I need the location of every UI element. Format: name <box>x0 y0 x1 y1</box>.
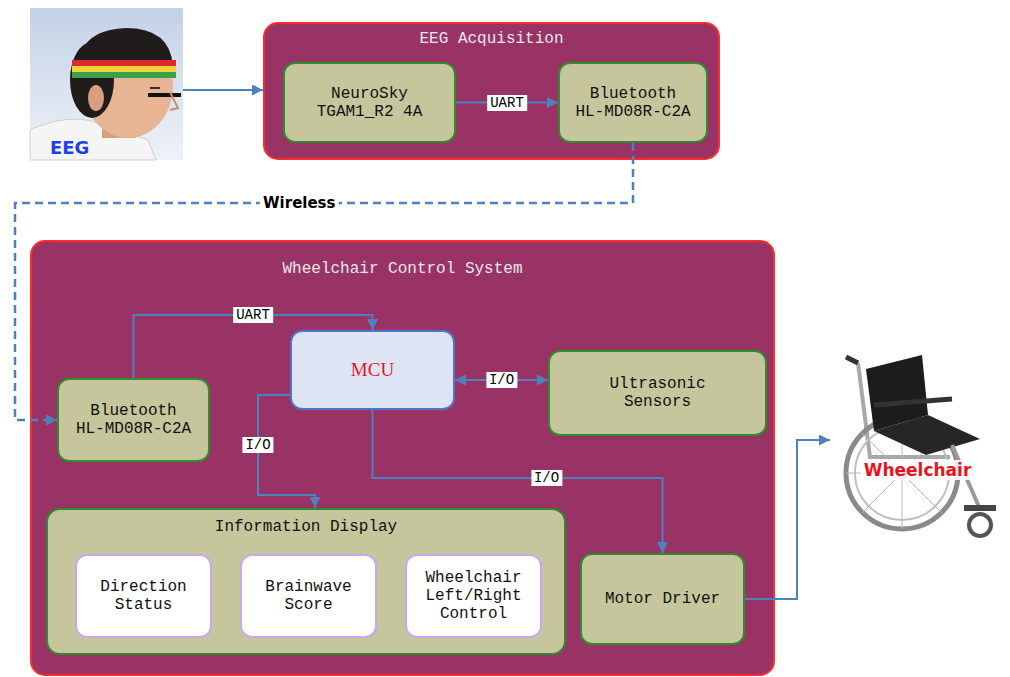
push-handle <box>846 357 858 363</box>
mcu-label: MCU <box>351 359 394 381</box>
connector-label-holder: I/O <box>531 469 562 487</box>
nose <box>170 92 178 110</box>
photo-caption: EEG <box>50 137 89 158</box>
connector-label: UART <box>233 307 273 323</box>
connector-label: I/O <box>242 437 273 453</box>
photo-background <box>30 8 183 160</box>
module-box: Bluetooth HL-MD08R-C2A <box>57 378 210 462</box>
display-label: Direction Status <box>89 578 199 614</box>
armrest <box>874 399 952 405</box>
electrode-arm <box>148 93 181 97</box>
display-label: Brainwave Score <box>254 578 364 614</box>
module-label: Bluetooth HL-MD08R-C2A <box>573 85 694 121</box>
module-label: Bluetooth HL-MD08R-C2A <box>73 402 194 438</box>
headband-stripe <box>72 66 176 72</box>
connector-label-holder: UART <box>233 306 273 324</box>
headband-stripe <box>72 72 176 78</box>
module-label: Motor Driver <box>605 590 720 608</box>
module-box: Ultrasonic Sensors <box>548 350 767 436</box>
display-item: Direction Status <box>75 554 212 638</box>
module-label: Ultrasonic Sensors <box>603 375 713 411</box>
panel-background <box>31 241 774 675</box>
display-label: Wheelchair Left/Right Control <box>419 569 529 623</box>
ear <box>88 85 104 111</box>
group-title: Information Display <box>215 518 397 536</box>
connector-label: Wireless <box>260 194 338 212</box>
module-label: NeuroSky TGAM1_R2 4A <box>295 85 445 121</box>
panel-background <box>264 23 719 159</box>
headband-stripe <box>72 60 176 66</box>
mcu-box: MCU <box>290 330 455 410</box>
photo-node: EEG <box>30 8 183 160</box>
seat <box>874 415 980 455</box>
connector <box>258 395 315 508</box>
wheelchair-node: Wheelchair <box>830 345 1005 540</box>
module-box: NeuroSky TGAM1_R2 4A <box>283 62 456 143</box>
panel-title: Wheelchair Control System <box>282 260 522 278</box>
connector-label: UART <box>487 95 527 111</box>
picture-caption: Wheelchair <box>861 460 975 480</box>
wheelchair-picture <box>846 355 996 536</box>
eeg-user-photo <box>30 8 183 160</box>
connector <box>456 102 558 104</box>
module-box: Motor Driver <box>580 553 745 645</box>
eye <box>150 87 160 89</box>
connector-label: I/O <box>531 470 562 486</box>
panel-title: EEG Acquisition <box>419 30 563 48</box>
connector-label: I/O <box>486 372 517 388</box>
connector-label-holder: Wireless <box>260 194 338 213</box>
connector-label-holder: I/O <box>486 371 517 389</box>
connector-label-holder: I/O <box>242 436 273 454</box>
display-group: Information DisplayDirection Status Brain… <box>46 508 566 655</box>
connector <box>745 440 830 599</box>
footplate <box>964 505 996 511</box>
display-item: Wheelchair Left/Right Control <box>405 554 542 638</box>
display-item: Brainwave Score <box>240 554 377 638</box>
system-panel: EEG AcquisitionNeuroSky TGAM1_R2 4A Bluet… <box>263 22 720 160</box>
connector <box>183 89 263 91</box>
system-panel: Wheelchair Control SystemBluetooth HL-MD… <box>30 240 775 676</box>
caster-wheel <box>969 514 991 536</box>
connector-label-holder: UART <box>487 94 527 112</box>
module-box: Bluetooth HL-MD08R-C2A <box>558 62 708 143</box>
connector <box>455 379 548 381</box>
